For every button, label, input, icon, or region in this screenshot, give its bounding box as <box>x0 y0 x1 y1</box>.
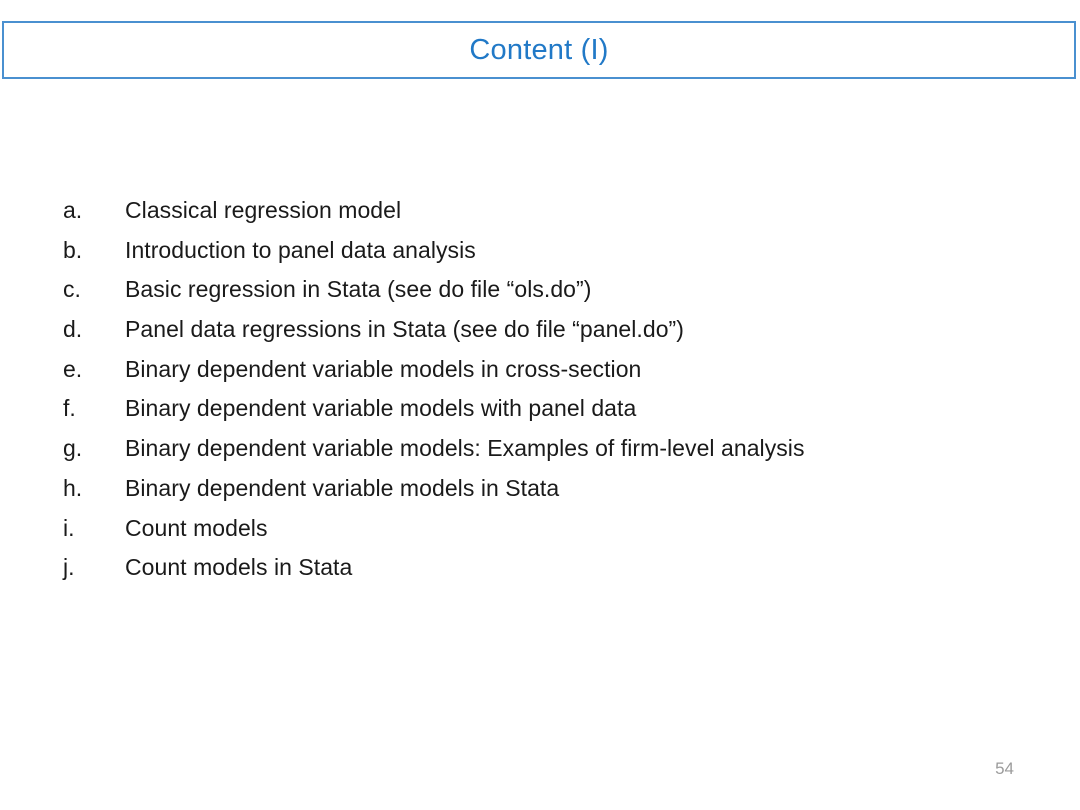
list-item-label: Panel data regressions in Stata (see do … <box>125 316 684 343</box>
list-item: f. Binary dependent variable models with… <box>0 389 1080 429</box>
list-item: i. Count models <box>0 509 1080 549</box>
list-item-marker: f. <box>63 395 76 422</box>
list-item: a. Classical regression model <box>0 191 1080 231</box>
list-item: e. Binary dependent variable models in c… <box>0 350 1080 390</box>
list-item: c. Basic regression in Stata (see do fil… <box>0 270 1080 310</box>
list-item-label: Binary dependent variable models: Exampl… <box>125 435 805 462</box>
list-item: d. Panel data regressions in Stata (see … <box>0 310 1080 350</box>
list-item: b. Introduction to panel data analysis <box>0 231 1080 271</box>
list-item-marker: d. <box>63 316 83 343</box>
list-item-label: Count models in Stata <box>125 554 353 581</box>
slide-page-number: 54 <box>995 759 1014 778</box>
content-outline-list: a. Classical regression model b. Introdu… <box>0 191 1080 588</box>
list-item-marker: a. <box>63 197 83 223</box>
list-item-marker: g. <box>63 435 83 462</box>
list-item: h. Binary dependent variable models in S… <box>0 469 1080 509</box>
list-item-marker: j. <box>63 554 75 581</box>
list-item-label: Binary dependent variable models with pa… <box>125 395 637 422</box>
list-item-marker: b. <box>63 236 83 263</box>
list-item-label: Count models <box>125 514 268 541</box>
list-item-label: Classical regression model <box>125 197 402 223</box>
list-item: j. Count models in Stata <box>0 548 1080 588</box>
list-item-marker: e. <box>63 355 83 382</box>
list-item: g. Binary dependent variable models: Exa… <box>0 429 1080 469</box>
list-item-marker: c. <box>63 276 81 303</box>
list-item-marker: i. <box>63 514 75 541</box>
slide-title-box: Content (I) <box>2 21 1076 79</box>
list-item-label: Introduction to panel data analysis <box>125 236 476 263</box>
list-item-label: Basic regression in Stata (see do file “… <box>125 276 592 303</box>
list-item-marker: h. <box>63 474 83 501</box>
list-item-label: Binary dependent variable models in Stat… <box>125 474 560 501</box>
list-item-label: Binary dependent variable models in cros… <box>125 355 642 382</box>
slide-title: Content (I) <box>469 33 609 66</box>
